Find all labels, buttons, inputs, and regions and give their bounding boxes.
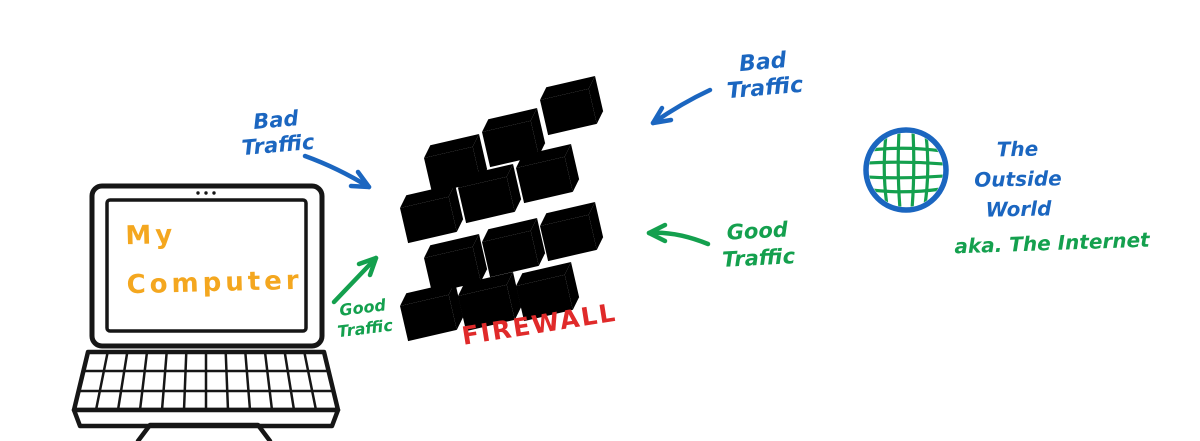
- laptop-keyboard-grid-cols: [94, 350, 318, 412]
- laptop-icon: [71, 183, 341, 441]
- label-good-traffic-left: Good Traffic: [336, 295, 394, 342]
- globe-grid: [869, 133, 943, 207]
- arrow-bad-right-icon: [650, 87, 713, 126]
- laptop-screen: [105, 198, 308, 333]
- brick: [479, 218, 548, 278]
- arrow-good-right-icon: [646, 222, 711, 247]
- firewall-wall-icon: [397, 76, 606, 342]
- laptop-webcam-dots: [196, 191, 216, 195]
- label-my-computer: My Computer: [124, 219, 304, 301]
- laptop-front-edge: [71, 407, 341, 429]
- label-bad-traffic-right: Bad Traffic: [725, 48, 805, 105]
- label-outside-world: The Outside World: [974, 136, 1062, 222]
- globe-outline: [863, 127, 949, 213]
- brick: [397, 184, 466, 244]
- brick: [537, 202, 606, 262]
- arrow-bad-left-icon: [302, 153, 372, 190]
- laptop-foot: [135, 422, 273, 441]
- label-bad-traffic-left: Bad Traffic: [240, 106, 316, 161]
- label-good-traffic-right: Good Traffic: [721, 217, 796, 273]
- arrow-good-left-icon: [331, 255, 379, 305]
- brick: [397, 282, 466, 342]
- brick: [537, 76, 606, 136]
- globe-icon: [863, 127, 949, 213]
